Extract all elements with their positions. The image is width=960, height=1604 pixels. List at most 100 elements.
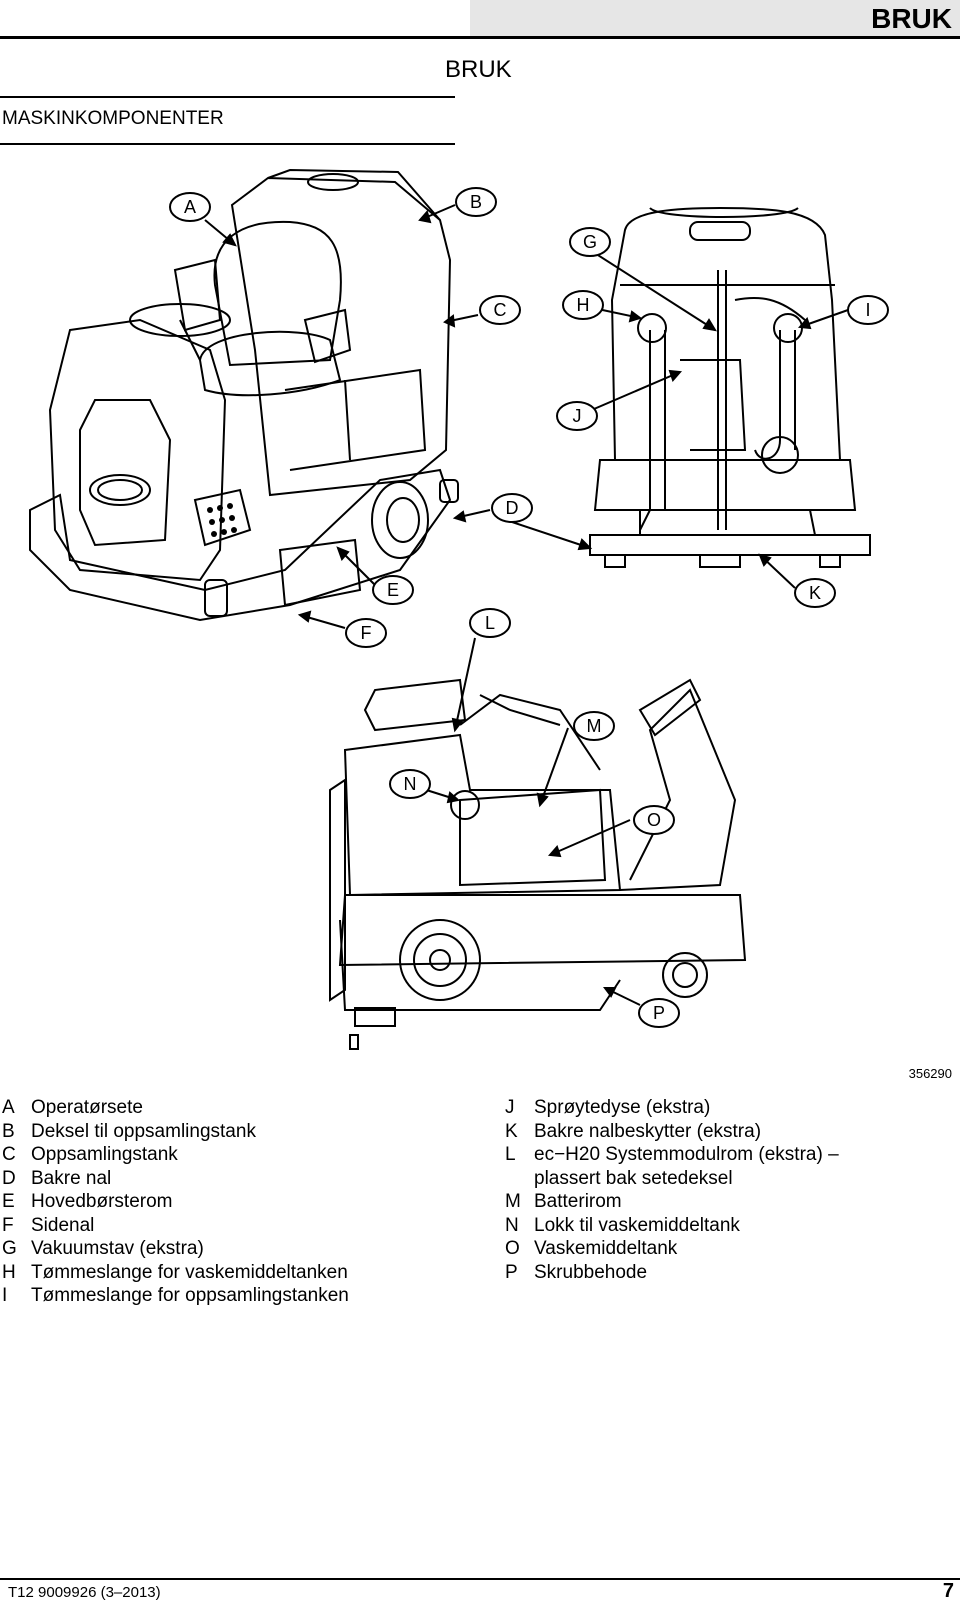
callout-c: C xyxy=(479,295,521,325)
svg-text:K: K xyxy=(809,583,821,603)
callout-d: D xyxy=(491,493,533,523)
legend-item: P Skrubbehode xyxy=(505,1261,925,1285)
legend-letter: C xyxy=(2,1144,16,1165)
footer-page-number: 7 xyxy=(942,1580,954,1602)
legend-item: A Operatørsete xyxy=(2,1096,472,1120)
legend-text: Tømmeslange for vaskemiddeltanken xyxy=(31,1261,348,1283)
legend-left: A Operatørsete B Deksel til oppsamlingstan… xyxy=(2,1096,472,1308)
legend-letter: H xyxy=(2,1261,16,1283)
leader-lines xyxy=(204,204,849,1006)
svg-text:N: N xyxy=(404,774,417,794)
svg-text:J: J xyxy=(573,406,582,426)
legend-text: ec−H20 Systemmodulrom (ekstra) – xyxy=(534,1144,839,1165)
legend-letter: O xyxy=(505,1238,520,1259)
side-view-drawing xyxy=(329,678,747,1050)
page-heading: BRUK xyxy=(445,56,512,83)
svg-text:G: G xyxy=(583,232,597,252)
callout-g: G xyxy=(569,227,611,257)
legend-text: Batterirom xyxy=(534,1191,622,1212)
legend-text: Deksel til oppsamlingstank xyxy=(31,1120,256,1142)
legend-letter: B xyxy=(2,1120,15,1142)
legend-text: Tømmeslange for oppsamlingstanken xyxy=(31,1285,349,1306)
legend-item: M Batterirom xyxy=(505,1190,925,1214)
machine-illustration: A B C D E F G H I J K L M N O P xyxy=(29,168,889,1050)
legend-text: Vaskemiddeltank xyxy=(534,1238,678,1259)
machine-components-figure: A B C D E F G H I J K L M N O P xyxy=(0,150,960,1055)
legend-text: Sprøytedyse (ekstra) xyxy=(534,1097,711,1118)
svg-text:B: B xyxy=(470,192,482,212)
legend-text: Vakuumstav (ekstra) xyxy=(31,1238,204,1259)
legend-item: J Sprøytedyse (ekstra) xyxy=(505,1096,925,1120)
legend-text: Bakre nal xyxy=(31,1167,112,1189)
legend-letter xyxy=(505,1167,534,1191)
legend-text: Sidenal xyxy=(31,1214,95,1236)
legend-item: F Sidenal xyxy=(2,1214,472,1238)
legend-letter: M xyxy=(505,1191,521,1212)
legend-item: O Vaskemiddeltank xyxy=(505,1237,925,1261)
legend-text: Bakre nalbeskytter (ekstra) xyxy=(534,1120,762,1142)
svg-text:F: F xyxy=(361,623,372,643)
header-title: BRUK xyxy=(871,3,952,34)
legend-letter: L xyxy=(505,1144,516,1165)
section-rule-top xyxy=(0,96,455,98)
svg-text:H: H xyxy=(577,295,590,315)
header-bar: BRUK xyxy=(470,0,960,36)
callout-e: E xyxy=(372,575,414,605)
legend-item: G Vakuumstav (ekstra) xyxy=(2,1237,472,1261)
svg-text:M: M xyxy=(587,716,602,736)
svg-text:O: O xyxy=(647,810,661,830)
legend-text: Operatørsete xyxy=(31,1097,143,1118)
legend-text: plassert bak setedeksel xyxy=(534,1167,733,1189)
svg-text:D: D xyxy=(506,498,519,518)
callout-k: K xyxy=(794,578,836,608)
legend-text: Skrubbehode xyxy=(534,1261,648,1283)
footer-rule xyxy=(0,1578,960,1580)
section-title: MASKINKOMPONENTER xyxy=(2,108,224,129)
front-view-drawing xyxy=(29,168,459,622)
callout-f: F xyxy=(345,618,387,648)
legend-letter: J xyxy=(505,1097,515,1118)
header-rule xyxy=(0,36,960,39)
svg-text:E: E xyxy=(387,580,399,600)
legend-letter: P xyxy=(505,1261,518,1283)
section-rule-bottom xyxy=(0,143,455,145)
callout-m: M xyxy=(573,711,615,741)
callout-j: J xyxy=(556,401,598,431)
svg-text:A: A xyxy=(184,197,196,217)
svg-text:I: I xyxy=(865,300,870,320)
callout-p: P xyxy=(638,998,680,1028)
legend-item: K Bakre nalbeskytter (ekstra) xyxy=(505,1120,925,1144)
legend-letter: E xyxy=(2,1191,15,1212)
callout-n: N xyxy=(389,769,431,799)
callout-l: L xyxy=(469,608,511,638)
legend-item: E Hovedbørsterom xyxy=(2,1190,472,1214)
legend-letter: F xyxy=(2,1214,14,1236)
callout-h: H xyxy=(562,290,604,320)
rear-view-drawing xyxy=(589,206,871,568)
svg-text:L: L xyxy=(485,613,495,633)
legend-text: Hovedbørsterom xyxy=(31,1191,173,1212)
callout-o: O xyxy=(633,805,675,835)
figure-number: 356290 xyxy=(908,1066,952,1081)
callout-i: I xyxy=(847,295,889,325)
legend-letter: K xyxy=(505,1120,518,1142)
legend-text: Oppsamlingstank xyxy=(31,1144,178,1165)
legend-letter: I xyxy=(2,1285,8,1306)
callout-b: B xyxy=(455,187,497,217)
legend-right: J Sprøytedyse (ekstra) K Bakre nalbeskytte… xyxy=(505,1096,925,1284)
legend-item: I Tømmeslange for oppsamlingstanken xyxy=(2,1284,472,1308)
legend-item: C Oppsamlingstank xyxy=(2,1143,472,1167)
svg-text:P: P xyxy=(653,1003,665,1023)
footer-doc-number: T12 9009926 (3–2013) xyxy=(8,1584,161,1601)
callout-labels: A B C D E F G H I J K L M N O P xyxy=(169,187,889,1028)
legend-item: H Tømmeslange for vaskemiddeltanken xyxy=(2,1261,472,1285)
legend-item: N Lokk til vaskemiddeltank xyxy=(505,1214,925,1238)
legend-letter: N xyxy=(505,1214,519,1236)
callout-a: A xyxy=(169,192,211,222)
legend-letter: G xyxy=(2,1238,17,1259)
legend-text: Lokk til vaskemiddeltank xyxy=(534,1214,740,1236)
legend-item: plassert bak setedeksel xyxy=(505,1167,925,1191)
legend-item: B Deksel til oppsamlingstank xyxy=(2,1120,472,1144)
legend-letter: A xyxy=(2,1097,15,1118)
